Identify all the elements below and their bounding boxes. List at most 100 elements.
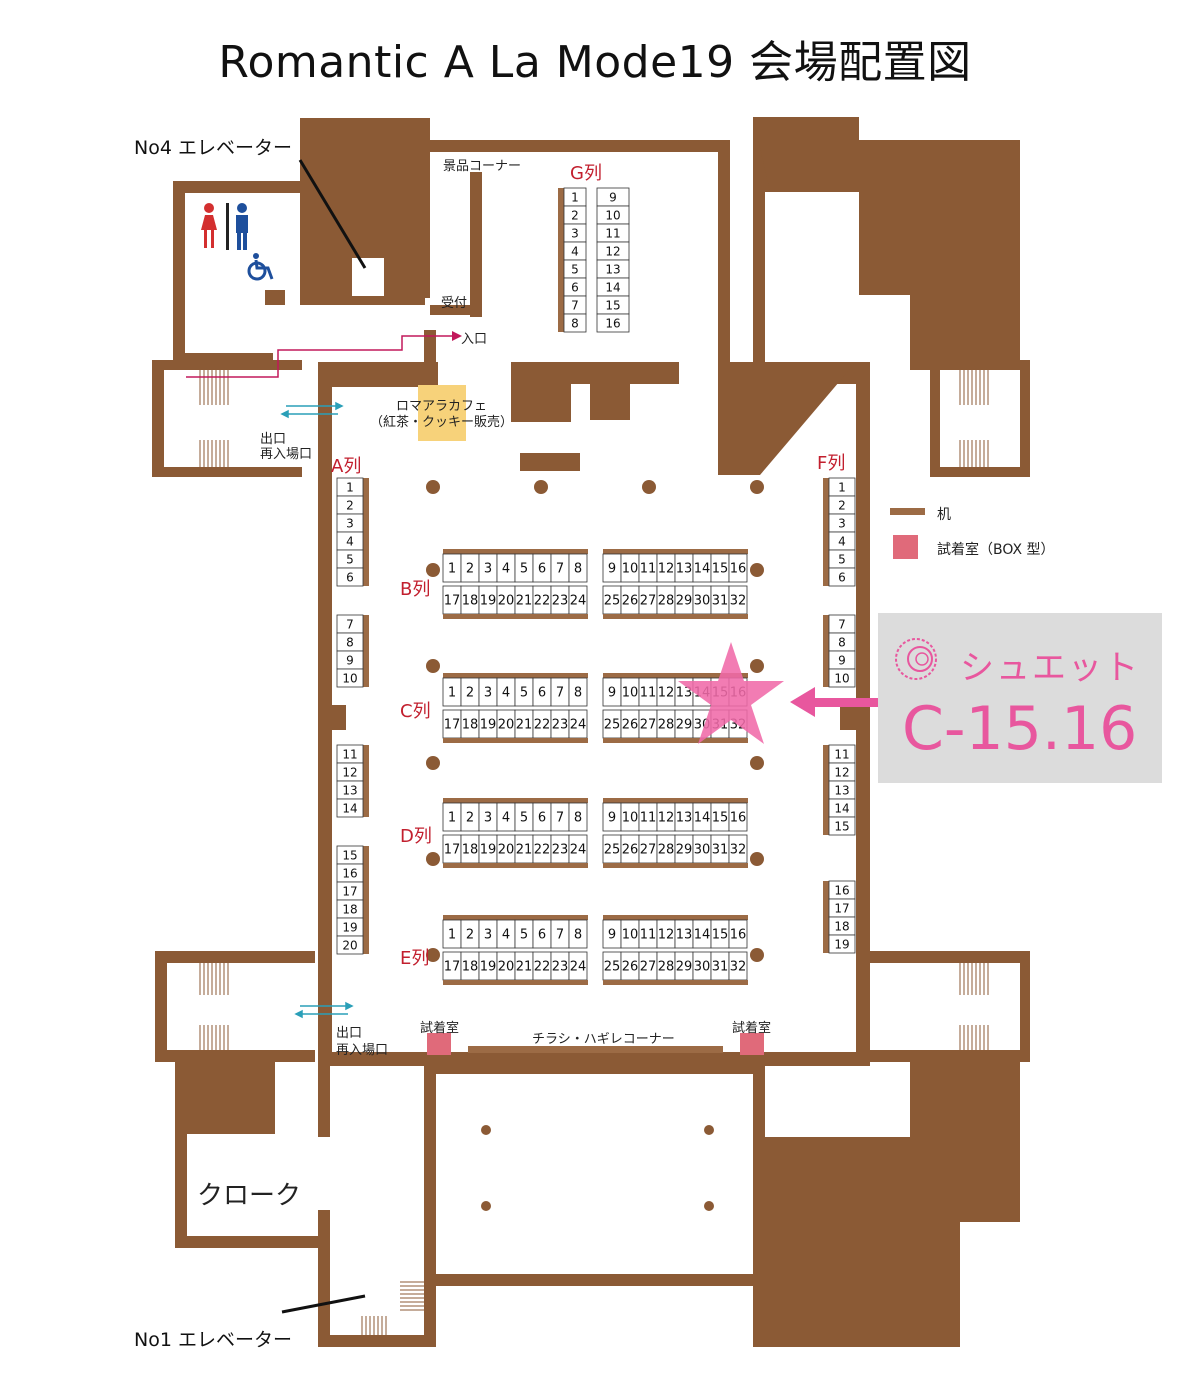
f4-seat: 16 bbox=[834, 883, 849, 897]
e-bottom-right-seat: 32 bbox=[730, 960, 747, 975]
cafe-area bbox=[418, 385, 466, 441]
b-top-left-seat: 3 bbox=[484, 562, 492, 577]
b-top-right-seat: 9 bbox=[608, 562, 616, 577]
e-bottom-left-seat: 23 bbox=[552, 960, 569, 975]
e-bottom-right-seat: 29 bbox=[676, 960, 693, 975]
legend-desk-swatch bbox=[890, 508, 925, 515]
f1-seat: 5 bbox=[838, 552, 846, 566]
c-bottom-left-seat: 24 bbox=[570, 718, 587, 733]
a4-seat: 19 bbox=[342, 920, 357, 934]
a3-seat: 11 bbox=[342, 747, 357, 761]
b-bottom-left-seat: 18 bbox=[462, 594, 479, 609]
d-top-left-seat: 8 bbox=[574, 811, 582, 826]
elevator-pointer-top bbox=[298, 159, 367, 269]
d-top-right-seat: 14 bbox=[694, 811, 711, 826]
d-top-right-seat: 16 bbox=[730, 811, 747, 826]
e-top-left-seat: 1 bbox=[448, 928, 456, 943]
e-top-left-seat: 4 bbox=[502, 928, 510, 943]
a3-seat: 13 bbox=[342, 783, 357, 797]
a2-seat: 10 bbox=[342, 671, 357, 685]
b-top-right-seat: 14 bbox=[694, 562, 711, 577]
c-bottom-right-seat: 28 bbox=[658, 718, 675, 733]
b-bottom-right-seat: 27 bbox=[640, 594, 657, 609]
a2-desk bbox=[363, 615, 369, 687]
c-top-left-seat: 7 bbox=[556, 686, 564, 701]
d-bottom-left-seat: 24 bbox=[570, 843, 587, 858]
b-bottom-right-seat: 31 bbox=[712, 594, 729, 609]
d-bottom-right-seat: 29 bbox=[676, 843, 693, 858]
c-bottom-left-seat: 21 bbox=[516, 718, 533, 733]
cafe-name-label: ロマアラカフェ bbox=[396, 399, 488, 414]
g-left-seat: 4 bbox=[571, 244, 579, 258]
c-bottom-right-seat: 27 bbox=[640, 718, 657, 733]
e-bottom-right-seat: 28 bbox=[658, 960, 675, 975]
g-left-seat: 6 bbox=[571, 280, 579, 294]
e-bottom-left-seat: 22 bbox=[534, 960, 551, 975]
stair-hatching bbox=[199, 370, 989, 1340]
e-top-right-seat: 13 bbox=[676, 928, 693, 943]
walls bbox=[152, 117, 1030, 1347]
b-top-right-seat: 13 bbox=[676, 562, 693, 577]
elevator-bottom-label: No1 エレベーター bbox=[134, 1329, 292, 1351]
a4-seat: 18 bbox=[342, 902, 357, 916]
d-top-right-seat: 12 bbox=[658, 811, 675, 826]
b-top-left-seat-cell bbox=[568, 553, 588, 583]
a1-seat: 6 bbox=[346, 570, 354, 584]
e-bottom-left-seat: 19 bbox=[480, 960, 497, 975]
g-right-seat: 10 bbox=[605, 208, 620, 222]
pillars bbox=[426, 480, 764, 1211]
d-desk-bottom-right bbox=[603, 863, 748, 868]
b-bottom-left-seat: 21 bbox=[516, 594, 533, 609]
row-label-d: D列 bbox=[400, 826, 432, 847]
page-title: Romantic A La Mode19 会場配置図 bbox=[218, 37, 972, 88]
e-top-right-seat: 12 bbox=[658, 928, 675, 943]
legend-fitting-swatch bbox=[893, 535, 918, 559]
f1-seat: 3 bbox=[838, 516, 846, 530]
c-bottom-left-seat: 20 bbox=[498, 718, 515, 733]
d-top-right-seat: 13 bbox=[676, 811, 693, 826]
cloakroom-label: クローク bbox=[197, 1181, 302, 1211]
f2-desk bbox=[823, 615, 829, 687]
d-top-right-seat: 11 bbox=[640, 811, 657, 826]
d-bottom-left-seat: 21 bbox=[516, 843, 533, 858]
d-top-left-seat: 6 bbox=[538, 811, 546, 826]
elevator-pointer-bottom bbox=[281, 1294, 366, 1314]
c-bottom-left-seat: 17 bbox=[444, 718, 461, 733]
g-right-seat: 15 bbox=[605, 298, 620, 312]
fitting-right-label: 試着室 bbox=[732, 1021, 772, 1036]
b-bottom-left-seat: 22 bbox=[534, 594, 551, 609]
c-desk-top-right bbox=[603, 673, 748, 678]
f3-seat: 11 bbox=[834, 747, 849, 761]
prize-corner-label: 景品コーナー bbox=[443, 159, 522, 174]
e-desk-bottom-right bbox=[603, 980, 748, 985]
c-top-left-seat: 3 bbox=[484, 686, 492, 701]
c-top-left-seat: 8 bbox=[574, 686, 582, 701]
c-top-right-seat: 10 bbox=[622, 686, 639, 701]
fitting-room-left bbox=[427, 1033, 451, 1055]
g-left-seat: 1 bbox=[571, 190, 579, 204]
a4-desk bbox=[363, 846, 369, 954]
b-top-right-seat: 16 bbox=[730, 562, 747, 577]
f2-seat: 10 bbox=[834, 671, 849, 685]
g-right-seat: 11 bbox=[605, 226, 620, 240]
fitting-room-right bbox=[740, 1033, 764, 1055]
brand-logo-icon bbox=[895, 638, 937, 680]
c-top-left-seat-cell bbox=[568, 677, 588, 707]
c-top-left-seat: 1 bbox=[448, 686, 456, 701]
c-bottom-left-seat: 22 bbox=[534, 718, 551, 733]
f1-seat: 6 bbox=[838, 570, 846, 584]
g-right-seat-cell bbox=[596, 313, 630, 333]
a3-desk bbox=[363, 745, 369, 817]
a1-seat: 4 bbox=[346, 534, 354, 548]
e-top-right-seat: 15 bbox=[712, 928, 729, 943]
f4-seat: 17 bbox=[834, 901, 849, 915]
e-desk-top-right bbox=[603, 915, 748, 920]
d-top-left-seat: 3 bbox=[484, 811, 492, 826]
row-label-c: C列 bbox=[400, 701, 431, 722]
e-bottom-left-seat: 24 bbox=[570, 960, 587, 975]
f3-seat: 13 bbox=[834, 783, 849, 797]
b-top-right-seat: 10 bbox=[622, 562, 639, 577]
b-bottom-left-seat: 23 bbox=[552, 594, 569, 609]
b-bottom-right-seat: 25 bbox=[604, 594, 621, 609]
d-top-left-seat-cell bbox=[568, 802, 588, 832]
